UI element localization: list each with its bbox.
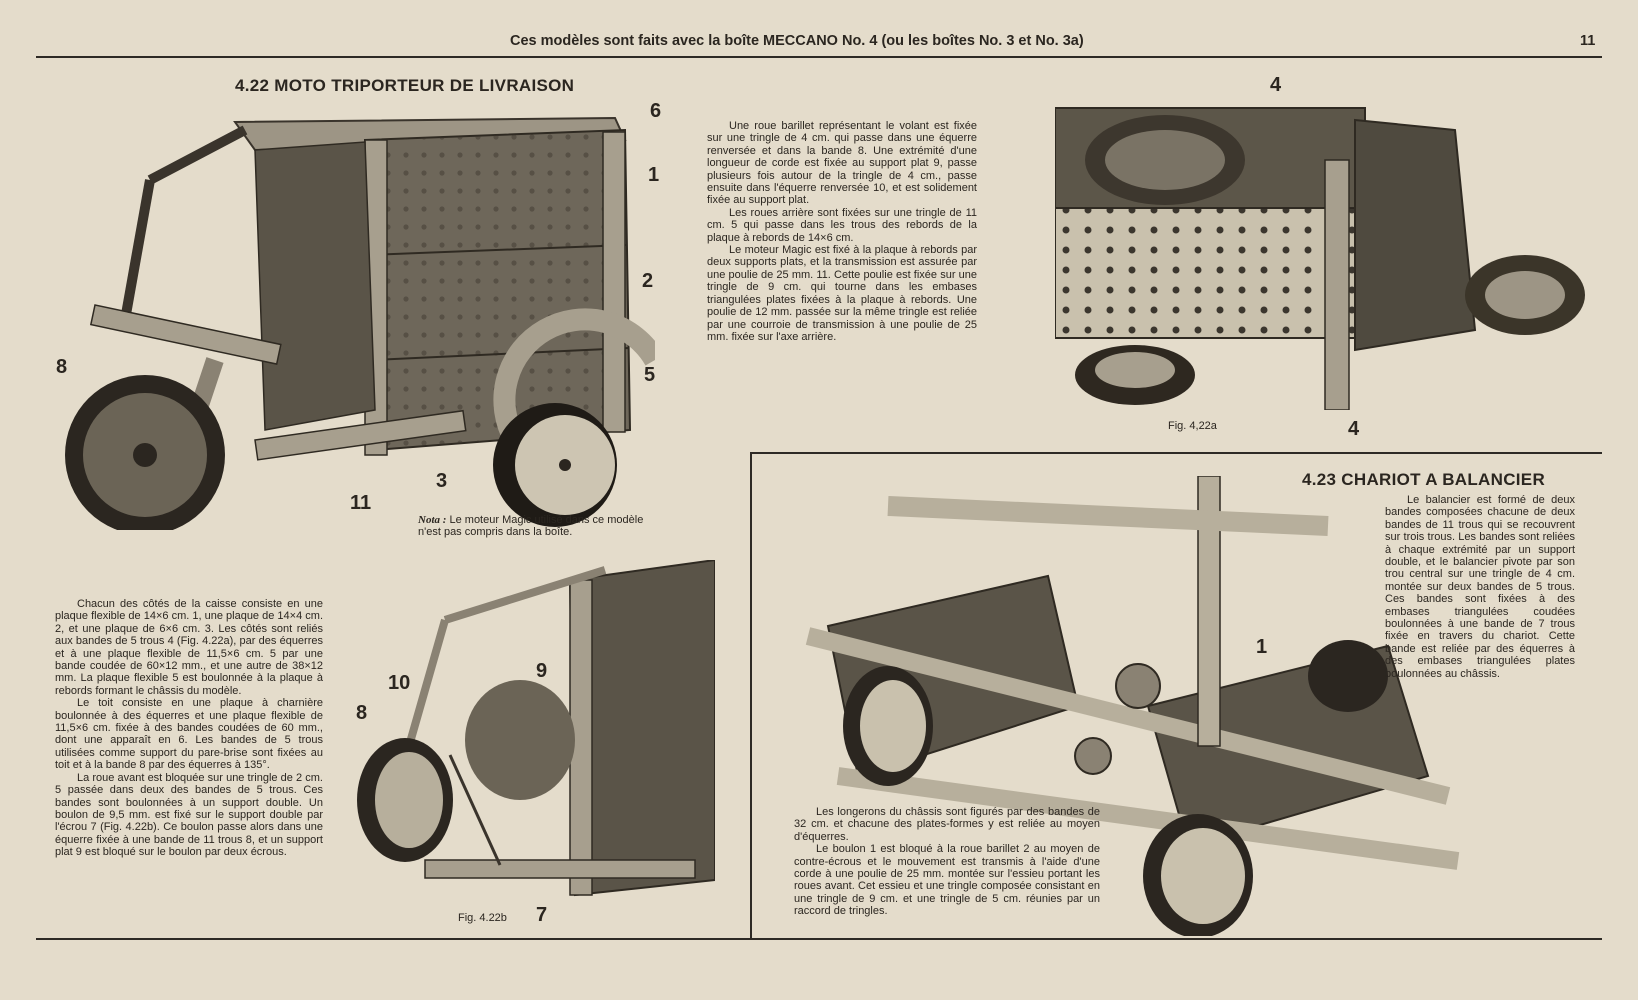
- paragraph: Les longerons du châssis sont figurés pa…: [794, 806, 1100, 843]
- text-422-right: Une roue barillet représentant le volant…: [707, 120, 977, 343]
- triporteur-photo: [55, 110, 655, 530]
- section-title-422: 4.22 MOTO TRIPORTEUR DE LIVRAISON: [235, 76, 575, 95]
- callout-3: 3: [436, 470, 448, 492]
- fig-422b-callout-10: 10: [388, 672, 411, 694]
- section-divider-horizontal: [750, 452, 1602, 454]
- text-423-bottom: Les longerons du châssis sont figurés pa…: [794, 806, 1100, 918]
- paragraph: Le balancier est formé de deux bandes co…: [1385, 494, 1575, 680]
- callout-1: 1: [648, 164, 660, 186]
- callout-2: 2: [642, 270, 654, 292]
- paragraph: Le toit consiste en une plaque à charniè…: [55, 697, 323, 772]
- fig-422a-callout-4-top: 4: [1270, 74, 1282, 96]
- header-rule: [36, 56, 1602, 58]
- fig-422b-callout-7: 7: [536, 904, 548, 926]
- paragraph: Une roue barillet représentant le volant…: [707, 120, 977, 207]
- note-label: Nota :: [418, 514, 447, 526]
- paragraph: La roue avant est bloquée sur une tringl…: [55, 771, 323, 859]
- fig-422b-callout-8: 8: [356, 702, 368, 724]
- note-magic-motor: Nota : Le moteur Magic utilisé dans ce m…: [418, 514, 660, 539]
- callout-8: 8: [56, 356, 68, 378]
- fig-422a-callout-4-bottom: 4: [1348, 418, 1360, 440]
- header-title: Ces modèles sont faits avec la boîte MEC…: [510, 33, 1084, 49]
- fig-422b-callout-9: 9: [536, 660, 548, 682]
- chariot-callout-1: 1: [1256, 636, 1268, 658]
- fig-422b-photo: [345, 560, 715, 920]
- callout-5: 5: [644, 364, 656, 386]
- footer-rule: [36, 938, 1602, 940]
- paragraph: Les roues arrière sont fixées sur une tr…: [707, 206, 977, 244]
- section-title-423: 4.23 CHARIOT A BALANCIER: [1302, 470, 1546, 489]
- paragraph: Le moteur Magic est fixé à la plaque à r…: [707, 244, 977, 343]
- note-text: Le moteur Magic utilisé dans ce modèle n…: [418, 514, 644, 539]
- callout-6: 6: [650, 100, 662, 122]
- callout-11: 11: [350, 492, 372, 514]
- chariot-photo: [768, 476, 1528, 936]
- paragraph: Le boulon 1 est bloqué à la roue barille…: [794, 843, 1100, 918]
- text-422-left: Chacun des côtés de la caisse consiste e…: [55, 598, 323, 859]
- page-number: 11: [1580, 33, 1596, 49]
- text-423-right: Le balancier est formé de deux bandes co…: [1385, 494, 1575, 680]
- fig-422a-photo: [1055, 100, 1585, 410]
- fig-422a-caption: Fig. 4,22a: [1168, 420, 1217, 432]
- fig-422b-caption: Fig. 4.22b: [458, 912, 507, 924]
- paragraph: Chacun des côtés de la caisse consiste e…: [55, 598, 323, 697]
- section-divider-vertical: [750, 452, 752, 938]
